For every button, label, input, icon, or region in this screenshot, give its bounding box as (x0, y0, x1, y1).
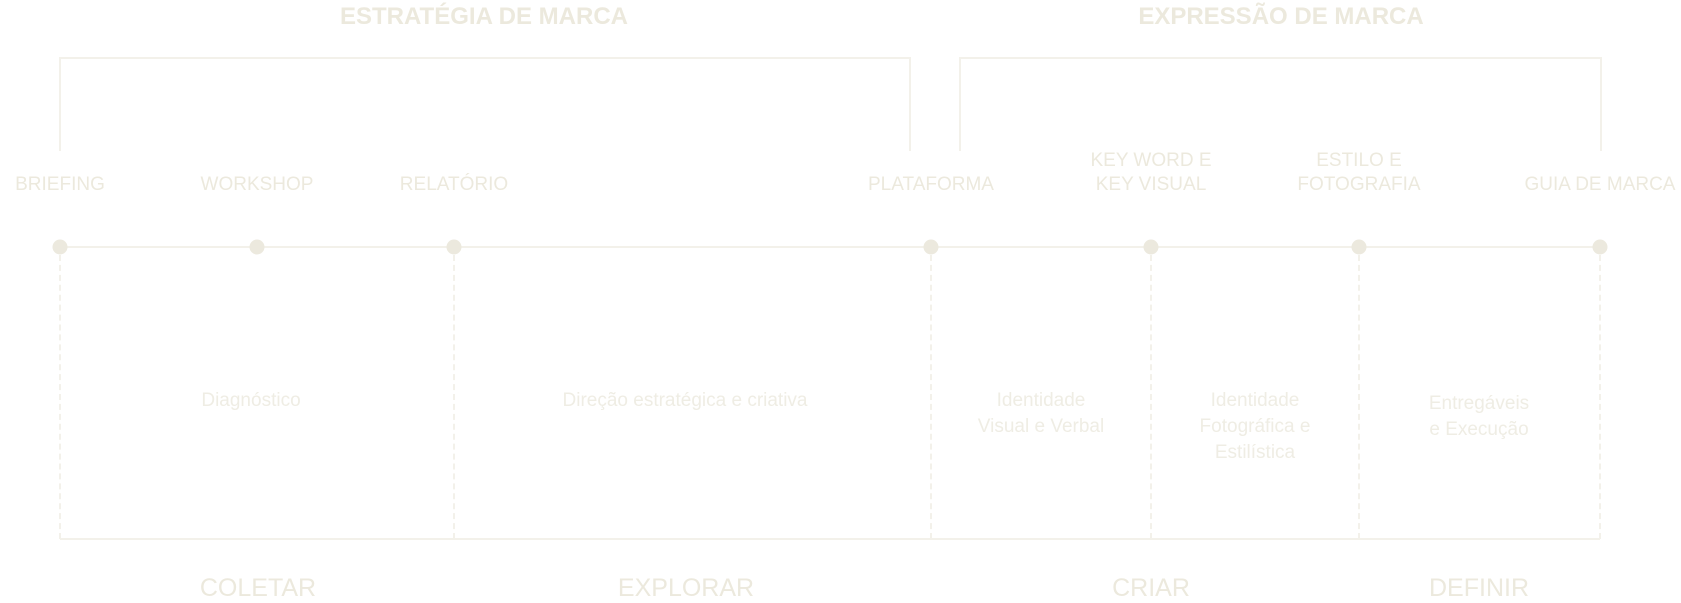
milestone-guia: GUIA DE MARCA (1524, 174, 1676, 195)
divider (1358, 255, 1360, 539)
milestone-line: FOTOGRAFIA (1297, 174, 1421, 195)
milestone-dot (923, 239, 939, 255)
milestone-workshop: WORKSHOP (200, 174, 314, 195)
milestone-line: KEY VISUAL (1095, 174, 1207, 195)
milestone-dot (1143, 239, 1159, 255)
stage-direcao: Direção estratégica e criativa (562, 390, 808, 411)
stage-line: Estilística (1214, 442, 1296, 463)
phase-criar: CRIAR (1112, 574, 1190, 602)
phase-coletar: COLETAR (199, 574, 317, 602)
milestone-plataforma: PLATAFORMA (868, 174, 994, 195)
stage-identidade-visual: Identidade Visual e Verbal (978, 388, 1104, 440)
baseline (60, 538, 1600, 540)
phase-definir: DEFINIR (1429, 574, 1529, 602)
milestone-line: KEY WORD E (1090, 150, 1212, 171)
milestone-briefing: BRIEFING (15, 174, 105, 195)
divider (1150, 255, 1152, 539)
divider (1599, 255, 1601, 539)
divider (930, 255, 932, 539)
phase-explorar: EXPLORAR (617, 574, 755, 602)
expression-bracket (959, 57, 1602, 151)
divider (453, 255, 455, 539)
stage-line: Fotográfica e (1199, 416, 1311, 437)
strategy-title: ESTRATÉGIA DE MARCA (340, 3, 628, 30)
milestone-dot (446, 239, 462, 255)
divider (59, 255, 61, 539)
milestone-dot (249, 239, 265, 255)
stage-entregaveis: Entregáveis e Execução (1429, 391, 1529, 443)
stage-identidade-foto: Identidade Fotográfica e Estilística (1200, 388, 1311, 466)
milestone-estilo: ESTILO E FOTOGRAFIA (1297, 149, 1420, 197)
milestone-line: ESTILO E (1316, 150, 1402, 171)
timeline-line (60, 246, 1600, 248)
milestone-key-visual: KEY WORD E KEY VISUAL (1090, 149, 1211, 197)
stage-line: Entregáveis (1428, 393, 1530, 414)
strategy-bracket (59, 57, 911, 151)
milestone-dot (1351, 239, 1367, 255)
stage-line: Identidade (1210, 390, 1300, 411)
milestone-dot (1592, 239, 1608, 255)
expression-title: EXPRESSÃO DE MARCA (1138, 3, 1424, 30)
stage-line: Visual e Verbal (977, 416, 1105, 437)
stage-line: e Execução (1429, 419, 1529, 440)
milestone-relatorio: RELATÓRIO (399, 174, 509, 195)
milestone-dot (52, 239, 68, 255)
stage-line: Identidade (996, 390, 1086, 411)
stage-diagnostico: Diagnóstico (201, 390, 301, 411)
